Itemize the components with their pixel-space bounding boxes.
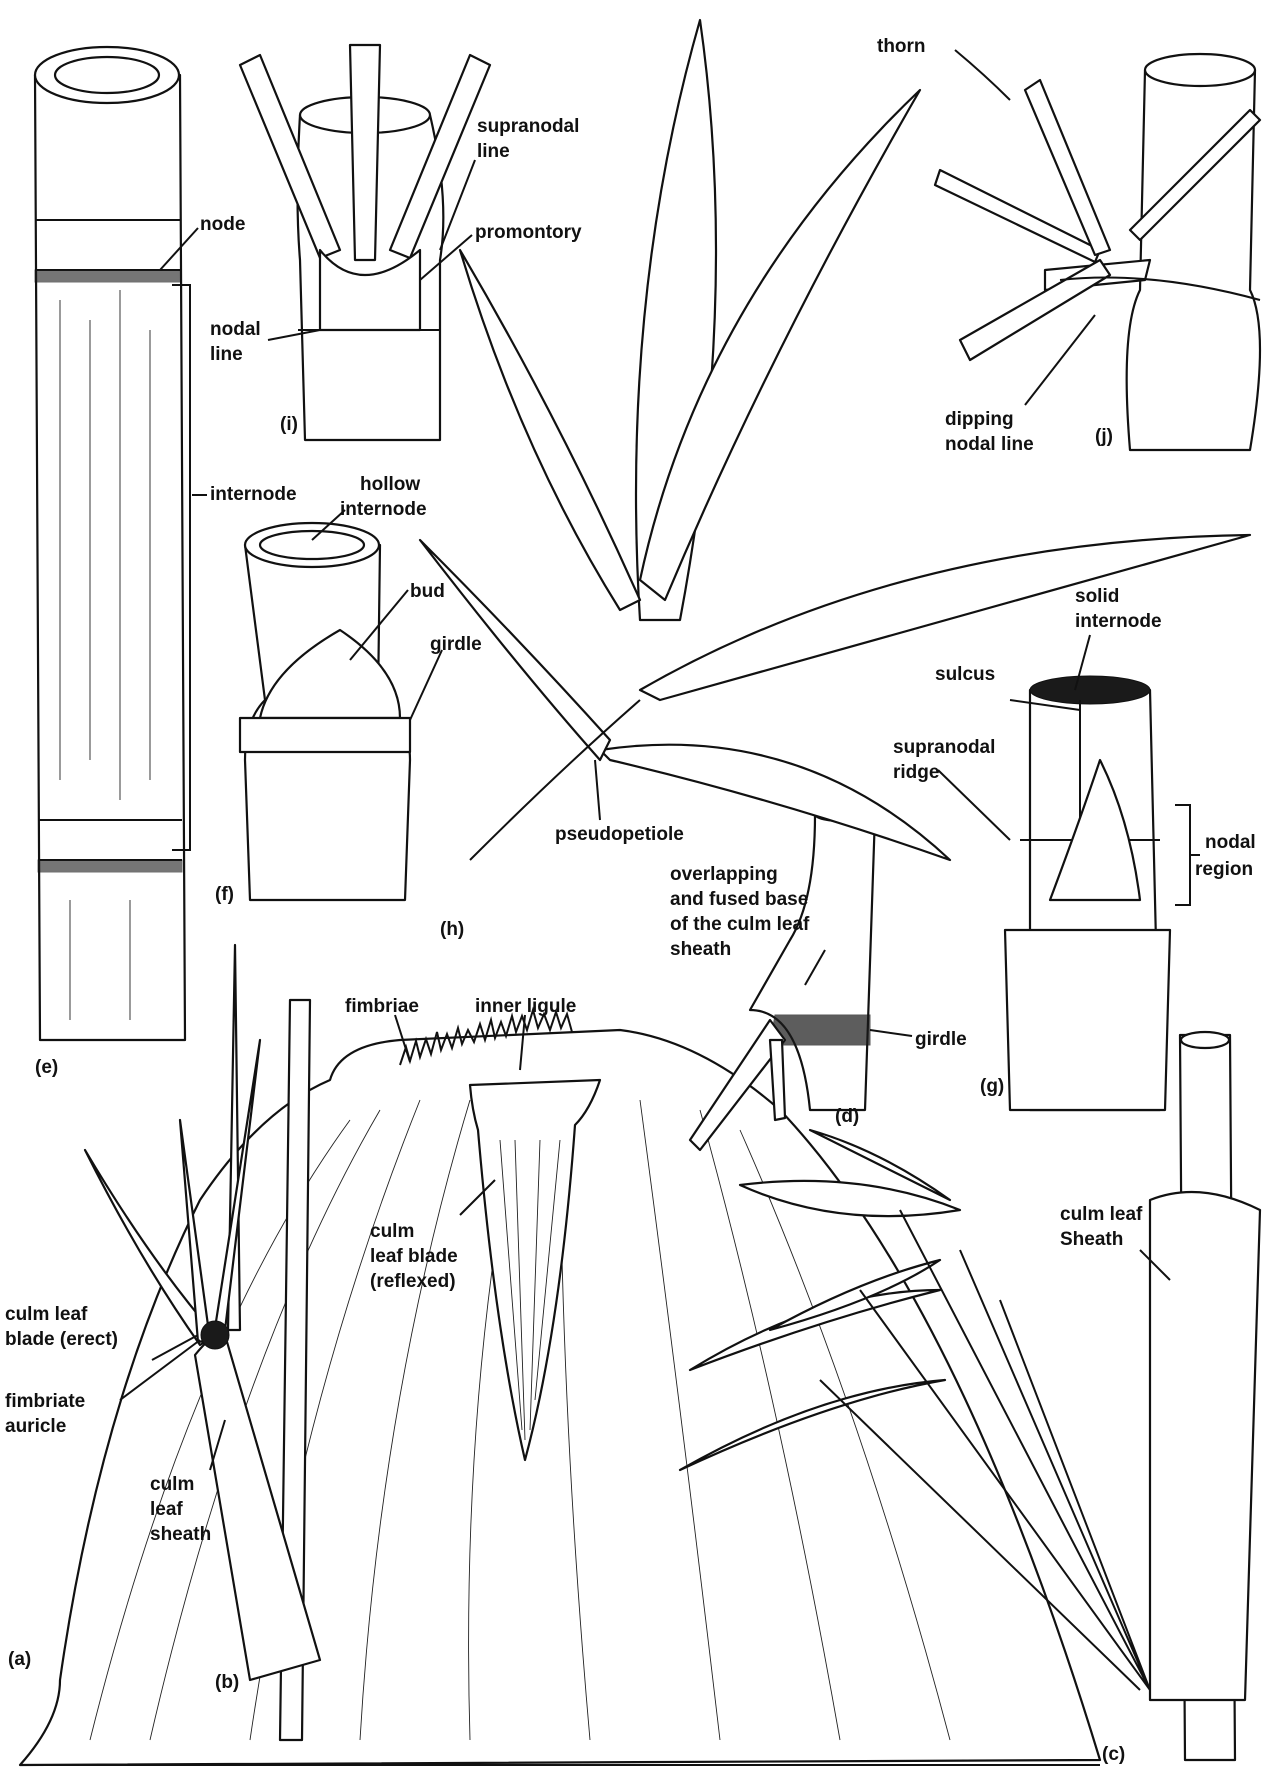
label-hollow-internode-2: internode — [340, 499, 427, 520]
label-dipping-nodal-line-2: nodal line — [945, 434, 1034, 455]
panel-h: (h) — [440, 919, 464, 940]
label-internode: internode — [210, 484, 297, 505]
label-culm-leaf-sheath-b-2: leaf — [150, 1499, 183, 1520]
panel-f: (f) — [215, 884, 234, 905]
panel-a: (a) — [8, 1649, 31, 1670]
label-hollow-internode-1: hollow — [360, 474, 420, 495]
label-pseudopetiole: pseudopetiole — [555, 824, 684, 845]
label-solid-internode-2: internode — [1075, 611, 1162, 632]
label-fimbriate-auricle-2: auricle — [5, 1416, 66, 1437]
label-promontory: promontory — [475, 222, 582, 243]
figure-f-bud — [240, 523, 410, 900]
label-culm-leaf-sheath-c-1: culm leaf — [1060, 1204, 1143, 1225]
label-thorn: thorn — [877, 36, 926, 57]
label-culm-leaf-blade-reflexed-2: leaf blade — [370, 1246, 458, 1267]
panel-b: (b) — [215, 1672, 239, 1693]
label-overlapping-2: and fused base — [670, 889, 808, 910]
label-fimbriae: fimbriae — [345, 996, 419, 1017]
label-culm-leaf-blade-erect-1: culm leaf — [5, 1304, 88, 1325]
panel-j: (j) — [1095, 426, 1113, 447]
label-culm-leaf-sheath-c-2: Sheath — [1060, 1229, 1123, 1250]
label-overlapping-4: sheath — [670, 939, 731, 960]
label-culm-leaf-blade-erect-2: blade (erect) — [5, 1329, 118, 1350]
figure-a-culm-leaf — [20, 1010, 1100, 1765]
figure-g-solid-internode — [1005, 676, 1170, 1110]
panel-d: (d) — [835, 1106, 859, 1127]
label-overlapping-1: overlapping — [670, 864, 778, 885]
label-dipping-nodal-line-1: dipping — [945, 409, 1014, 430]
label-nodal-region-2: region — [1195, 859, 1253, 880]
label-nodal-line-2: line — [210, 344, 243, 365]
panel-i: (i) — [280, 414, 298, 435]
panel-e: (e) — [35, 1057, 58, 1078]
figure-i-node-branches — [240, 45, 490, 440]
figure-j-thorny-node — [935, 54, 1260, 450]
label-nodal-region-1: nodal — [1205, 832, 1256, 853]
label-girdle-d: girdle — [915, 1029, 967, 1050]
label-girdle-f: girdle — [430, 634, 482, 655]
label-inner-ligule: inner ligule — [475, 996, 576, 1017]
label-supranodal-line-1: supranodal — [477, 116, 579, 137]
label-supranodal-ridge-2: ridge — [893, 762, 939, 783]
panel-g: (g) — [980, 1076, 1004, 1097]
label-solid-internode-1: solid — [1075, 586, 1119, 607]
label-culm-leaf-sheath-b-3: sheath — [150, 1524, 211, 1545]
label-overlapping-3: of the culm leaf — [670, 914, 810, 935]
label-culm-leaf-sheath-b-1: culm — [150, 1474, 194, 1495]
label-bud: bud — [410, 581, 445, 602]
label-supranodal-line-2: line — [477, 141, 510, 162]
panel-c: (c) — [1102, 1744, 1125, 1765]
figure-e-culm — [35, 47, 190, 1040]
label-fimbriate-auricle-1: fimbriate — [5, 1391, 85, 1412]
label-node: node — [200, 214, 245, 235]
label-culm-leaf-blade-reflexed-1: culm — [370, 1221, 414, 1242]
figure-d-fused-base — [690, 808, 875, 1150]
label-supranodal-ridge-1: supranodal — [893, 737, 995, 758]
label-nodal-line-1: nodal — [210, 319, 261, 340]
label-culm-leaf-blade-reflexed-3: (reflexed) — [370, 1271, 456, 1292]
label-sulcus: sulcus — [935, 664, 995, 685]
